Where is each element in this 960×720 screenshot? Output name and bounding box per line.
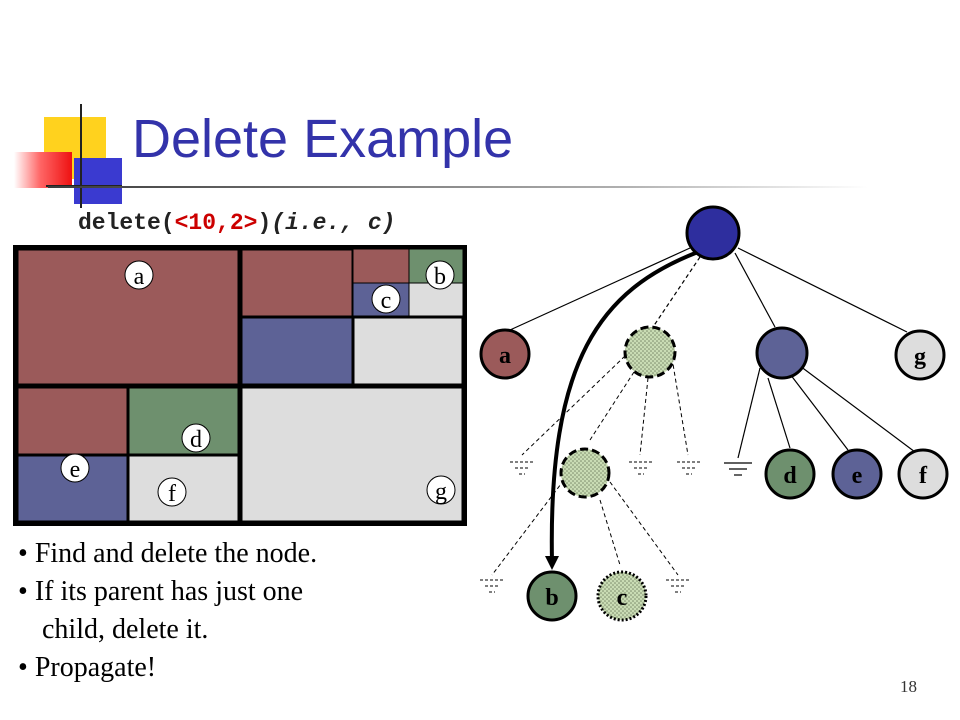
slide-number: 18 <box>900 677 917 696</box>
ground-empty5 <box>666 579 690 593</box>
edge-n1-empty2 <box>639 377 649 456</box>
node-g <box>894 329 946 381</box>
node-root <box>685 205 741 261</box>
edge-n3-empty4 <box>491 479 565 576</box>
node-g-label: g <box>914 344 926 370</box>
node-a <box>479 328 531 380</box>
slide-title: Delete Example <box>132 109 514 169</box>
edge-root-n1 <box>652 256 701 328</box>
node-e-label: e <box>852 463 863 489</box>
bullet-list: • Find and delete the node. • If its par… <box>18 535 317 687</box>
title-underline <box>48 186 868 188</box>
region-lower-red <box>15 385 130 457</box>
edge-n2-e <box>789 373 849 451</box>
ground-empty3 <box>677 461 701 475</box>
edge-n3-empty5 <box>609 481 679 576</box>
bullet-2-continuation-text: child, delete it. <box>42 614 209 645</box>
bullet-2: • If its parent has just one <box>18 576 304 607</box>
node-internal <box>755 326 809 380</box>
command-prefix: delete( <box>78 210 175 236</box>
node-deleted-parent <box>623 325 677 379</box>
edge-n2-empty6 <box>737 367 761 459</box>
bullet-3: • Propagate! <box>18 652 157 683</box>
edge-n3-c <box>599 499 621 566</box>
delete-command: delete(<10,2>)(i.e., c) <box>78 210 396 236</box>
map-label-a-text: a <box>134 264 145 290</box>
map-label-e-text: e <box>70 457 81 483</box>
edge-n1-empty3 <box>671 357 689 456</box>
edge-n2-f <box>799 365 916 453</box>
bullet-2-continuation: child, delete it. <box>18 611 317 649</box>
region-g <box>239 385 465 524</box>
map-label-b-text: b <box>434 264 446 290</box>
search-path-arrow <box>549 250 699 563</box>
node-c <box>596 570 648 622</box>
deco-red-square <box>14 152 72 188</box>
node-a-label: a <box>499 343 511 369</box>
bullet-2-text: If its parent has just one <box>34 576 304 607</box>
edge-root-a <box>509 247 691 331</box>
node-b <box>526 570 578 622</box>
map-label-d-text: d <box>190 427 202 453</box>
node-f-label: f <box>919 463 928 489</box>
edge-root-g <box>737 247 908 333</box>
map-label-f: f <box>157 477 187 507</box>
bullet-1: • Find and delete the node. <box>18 538 318 569</box>
command-close: ) <box>257 210 272 236</box>
map-label-d: d <box>181 423 211 453</box>
map-label-g: g <box>426 475 456 505</box>
node-c-label: c <box>617 585 628 611</box>
node-deleted-child <box>559 447 611 499</box>
map-label-c-text: c <box>381 288 392 314</box>
ground-empty2 <box>629 461 653 475</box>
bullet-3-text: Propagate! <box>34 652 157 683</box>
node-e <box>831 448 883 500</box>
node-d <box>764 448 816 500</box>
ground-empty1 <box>510 461 534 475</box>
command-note: (i.e., c) <box>271 210 396 236</box>
node-d-label: d <box>783 463 797 489</box>
ground-symbols-dashed <box>480 461 701 593</box>
deco-vertical-line <box>80 104 82 208</box>
region-empty-2 <box>351 315 465 387</box>
command-argument: <10,2> <box>174 210 258 236</box>
node-b-label: b <box>545 585 558 611</box>
deco-blue-square <box>74 158 122 204</box>
map-label-e: e <box>60 453 90 483</box>
map-label-c: c <box>371 284 401 314</box>
edge-n1-n3 <box>589 371 635 441</box>
ground-empty4 <box>480 579 504 593</box>
map-label-a: a <box>124 260 154 290</box>
map-label-b: b <box>425 260 455 290</box>
edge-root-n2 <box>734 252 776 328</box>
map-label-f-text: f <box>168 481 176 507</box>
edge-n1-empty1 <box>521 355 626 456</box>
map-label-g-text: g <box>435 479 447 505</box>
ground-empty6 <box>724 462 752 476</box>
edge-n2-d <box>767 377 791 449</box>
node-f <box>897 448 949 500</box>
bullet-1-text: Find and delete the node. <box>34 538 318 569</box>
search-path-arrowhead <box>545 556 559 570</box>
